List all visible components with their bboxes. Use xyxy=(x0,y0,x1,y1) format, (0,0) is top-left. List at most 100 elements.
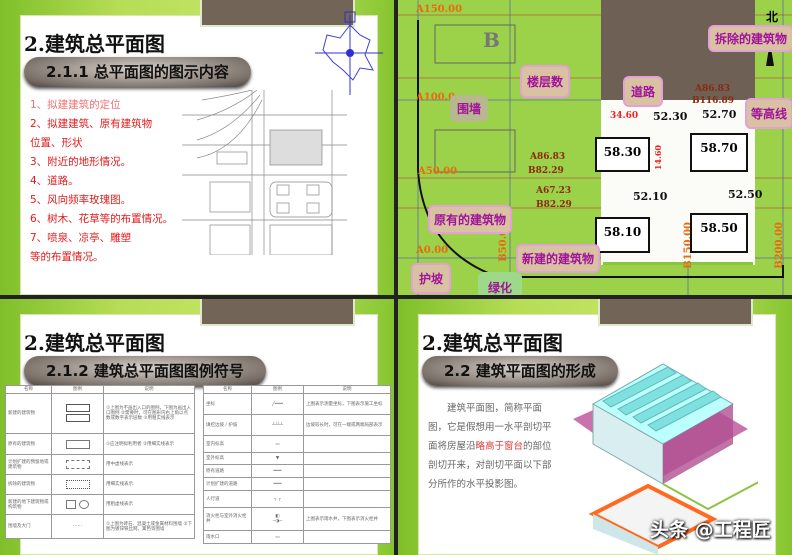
callout-demolished: 拆除的建筑物 xyxy=(708,25,792,52)
cell-name: 填挖边坡 / 护坡 xyxy=(203,414,252,437)
coord-label: A50.00 xyxy=(418,166,458,177)
list-item: 2、拟建建筑、原有建筑物位置、形状 xyxy=(30,118,153,149)
table-row: 原有的建筑物 ①应注明拟利用者 ②用细实线表示 xyxy=(5,433,195,456)
coord-label: B82.29 xyxy=(528,166,564,176)
dimension-label: 34.60 xyxy=(610,111,639,121)
cell-note xyxy=(303,435,391,454)
decorative-header-box xyxy=(200,0,355,27)
elevation-label: 52.30 xyxy=(653,110,688,123)
north-arrow-icon xyxy=(766,42,774,66)
description-paragraph: 建筑平面图，简称平面图，它是假想用一水平剖切平面将房屋沿略高于窗台的部位剖切开来… xyxy=(428,399,553,494)
subtitle-pill: 2.1.1 总平面图的图示内容 xyxy=(24,57,251,87)
elevation-label: 52.10 xyxy=(633,190,668,203)
new-building: 58.10 xyxy=(595,217,650,253)
coord-label: A150.00 xyxy=(416,4,463,15)
new-building: 58.50 xyxy=(690,213,748,253)
cell-note xyxy=(303,464,391,479)
table-row: 新建的地下建筑物或构筑物 用粗虚线表示 xyxy=(5,494,195,516)
cell-name: 雨水口 xyxy=(203,530,252,545)
callout-contour: 等高线 xyxy=(745,98,792,129)
cell-note: 边坡较长时，可在一端或两端局部表示 xyxy=(303,414,391,437)
table-row: 雨水口▭ xyxy=(203,530,391,545)
cell-name: 室内标高 xyxy=(203,435,252,454)
list-item: 7、喷泉、凉亭、雕塑等的布置情况。 xyxy=(30,232,132,263)
legend-symbol: ▭ xyxy=(251,435,304,454)
house-section-illustration xyxy=(573,363,758,555)
cell-note: 上图表示雨水井，下图表示消火栓井 xyxy=(303,507,391,532)
slide-floor-plan-formation: 2.建筑总平面图 2.2 建筑平面图的形成 建筑平面图，简称平面图，它是假想用一… xyxy=(398,299,792,555)
table-row: 拆除的建筑物用细实线表示 xyxy=(5,474,195,496)
cell-name: 室外标高 xyxy=(203,452,252,466)
callout-new-building: 新建的建筑物 xyxy=(516,244,601,273)
cell-note: ①应注明拟利用者 ②用细实线表示 xyxy=(103,433,195,456)
callout-greening: 绿化 xyxy=(478,272,523,295)
cell-name: 消火栓与室外消火栓井 xyxy=(203,507,252,532)
text: 建筑平面图，简称平面图，它是假想用一水平剖切平面将房屋沿 xyxy=(428,403,552,452)
table-row: 计划扩建的道路═══ xyxy=(203,477,391,492)
table-header: 名称 xyxy=(203,384,252,395)
cell-name: 计划扩建的道路 xyxy=(203,477,252,492)
cell-note: 用粗虚线表示 xyxy=(103,494,195,516)
section-title: 2.建筑总平面图 xyxy=(422,331,563,355)
decorative-header-box xyxy=(200,299,355,326)
highlighted-text: 略高于窗台 xyxy=(475,441,524,452)
legend-symbol: ┐ ┌ xyxy=(251,490,304,509)
coord-label: A86.83 xyxy=(530,152,566,162)
cell-note xyxy=(303,452,391,466)
section-title: 2.建筑总平面图 xyxy=(24,32,165,56)
subtitle-pill: 2.2 建筑平面图的形成 xyxy=(422,356,618,386)
legend-symbol: ▼ xyxy=(251,452,304,466)
legend-symbol: ┴┴┴┴ xyxy=(251,414,304,437)
slide-site-plan-contents: 2.建筑总平面图 2.1.1 总平面图的图示内容 1、拟建建筑的定位 2、拟建建… xyxy=(0,0,394,295)
cell-name: 坐标 xyxy=(203,393,252,416)
legend-symbol xyxy=(51,433,104,456)
table-row: 坐标╱═══上图表示测量坐标，下图表示施工坐标 xyxy=(203,393,391,416)
cell-name: 新建的建筑物 xyxy=(5,393,52,435)
cell-name: 拆除的建筑物 xyxy=(5,474,52,496)
green-strip xyxy=(603,262,753,265)
cell-name: 计划扩建的预留地或建筑物 xyxy=(5,454,52,476)
legend-symbol xyxy=(51,454,104,476)
table-row: 室外标高▼ xyxy=(203,452,391,466)
cell-note xyxy=(303,490,391,509)
cell-note: 上图表示测量坐标，下图表示施工坐标 xyxy=(303,393,391,416)
table-row: 新建的建筑物 ①上图为不画出入口的图例，下图为画出入口图例 ②需要时，可在图形内右… xyxy=(5,393,195,435)
callout-floors: 楼层数 xyxy=(520,65,571,98)
cell-note: ①上图为砖石、混凝土或金属材料围墙 ②下图为镀锌铁丝网、篱笆等围墙 xyxy=(103,514,195,540)
cell-name: 新建的地下建筑物或构筑物 xyxy=(5,494,52,516)
section-title: 2.建筑总平面图 xyxy=(24,331,165,355)
decorative-header-box xyxy=(598,299,753,326)
table-row: 人行道┐ ┌ xyxy=(203,490,391,509)
coord-label: B82.29 xyxy=(536,200,572,210)
coord-label: A100.0 xyxy=(416,92,456,103)
callout-slope: 护坡 xyxy=(411,263,452,294)
legend-symbol: ◧─◑─ xyxy=(251,507,304,532)
table-row: 填挖边坡 / 护坡┴┴┴┴边坡较长时，可在一端或两端局部表示 xyxy=(203,414,391,437)
cell-note xyxy=(303,530,391,545)
cell-note: ①上图为不画出入口的图例，下图为画出入口图例 ②需要时，可在图形内右上角以点数或… xyxy=(103,393,195,435)
wind-rose-icon xyxy=(315,11,383,95)
new-building: 58.30 xyxy=(595,137,650,172)
table-header: 说明 xyxy=(103,384,195,395)
table-row: 计划扩建的预留地或建筑物用中虚线表示 xyxy=(5,454,195,476)
list-item: 3、附近的地形情况。 xyxy=(30,156,132,168)
cell-note xyxy=(303,477,391,492)
subtitle-pill: 2.1.2 建筑总平面图图例符号 xyxy=(24,356,266,386)
slide-site-plan-example: B 北 A150.00 A100.0 A50.00 A0.00 A86.83 B… xyxy=(398,0,792,295)
list-item: 6、树木、花草等的布置情况。 xyxy=(30,213,174,225)
table-header: 图例 xyxy=(51,384,104,395)
cell-name: 原有的建筑物 xyxy=(5,433,52,456)
table-header: 图例 xyxy=(251,384,304,395)
cell-name: 人行道 xyxy=(203,490,252,509)
coord-label: A67.23 xyxy=(536,186,572,196)
table-row: 消火栓与室外消火栓井◧─◑─上图表示雨水井，下图表示消火栓井 xyxy=(203,507,391,532)
legend-symbol: ⋯⋯ xyxy=(51,514,104,540)
table-header: 说明 xyxy=(303,384,391,395)
legend-symbol xyxy=(51,393,104,435)
coord-label: B116.89 xyxy=(692,96,735,106)
elevation-label: 52.70 xyxy=(702,108,737,121)
coord-label: A0.00 xyxy=(416,245,449,256)
elevation-label: 52.50 xyxy=(728,188,763,201)
list-item: 5、风向频率玫瑰图。 xyxy=(30,194,132,206)
